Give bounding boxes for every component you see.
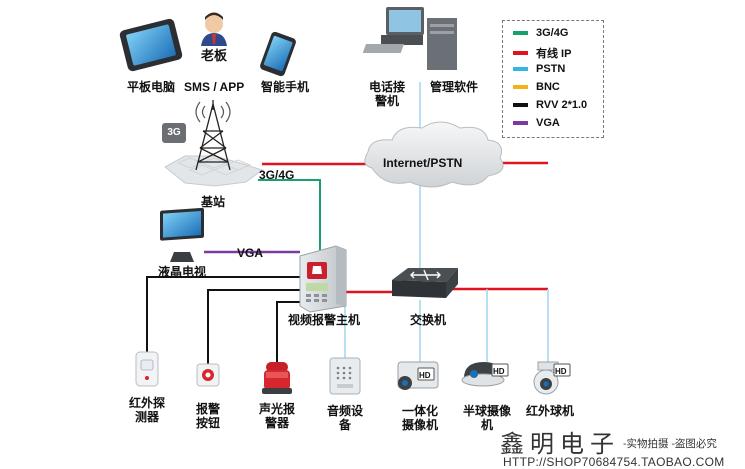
connection-lines: [146, 82, 549, 364]
legend: 3G/4G 有线 IP PSTN BNC RVV 2*1.0 VGA: [502, 20, 604, 138]
legend-item-bnc: BNC: [513, 81, 560, 97]
ir-detector-label-1: 红外探: [128, 396, 165, 410]
legend-item-rvv: RVV 2*1.0: [513, 99, 587, 115]
rvv-ir-detector: [146, 276, 300, 352]
legend-item-wired-ip: 有线 IP: [513, 45, 571, 61]
alarm-button-label-2: 按钮: [195, 416, 220, 430]
dome-camera-icon: [461, 362, 509, 387]
alarm-button-label-1: 报警: [195, 402, 220, 416]
box-camera-icon: [397, 361, 439, 390]
switch-icon: [392, 268, 458, 298]
ptz-camera-label: 红外球机: [526, 404, 575, 418]
rvv-siren: [276, 301, 300, 362]
hd-badge-ptz: HD: [555, 367, 567, 376]
legend-item-pstn: PSTN: [513, 63, 565, 79]
alarm-host-icon: [299, 245, 347, 313]
ir-detector-label-2: 测器: [134, 410, 159, 424]
base-station-icon: [162, 100, 264, 187]
management-software-label: 管理软件: [430, 80, 479, 94]
boss-label: 老板: [201, 48, 228, 63]
boss-icon: [201, 12, 227, 46]
audio-device-label-1: 音频设: [326, 404, 363, 418]
ir-detector-icon: [135, 351, 159, 387]
switch-label: 交换机: [410, 313, 447, 327]
audio-device-icon: [329, 357, 361, 395]
hd-badge-box: HD: [419, 371, 431, 380]
watermark-note: -实物拍摄 -盗图必究: [623, 438, 717, 450]
alarm-host-label: 视频报警主机: [288, 313, 361, 327]
siren-label-2: 警器: [264, 416, 289, 430]
box-camera-label-1: 一体化: [401, 404, 438, 418]
phone-receiver-label-1: 电话接: [368, 80, 405, 94]
link-3g4g: [258, 179, 321, 250]
legend-item-vga: VGA: [513, 117, 560, 133]
lcd-tv-icon: [160, 207, 204, 262]
smartphone-label: 智能手机: [261, 80, 310, 94]
base-station-label: 基站: [201, 195, 226, 209]
legend-label: RVV 2*1.0: [536, 99, 588, 112]
legend-swatch: [513, 51, 528, 55]
smartphone-icon: [260, 31, 296, 77]
link-vga-label: VGA: [237, 246, 264, 260]
legend-swatch: [513, 103, 528, 108]
computer-icon: [362, 7, 457, 70]
legend-label: PSTN: [536, 63, 566, 76]
box-camera-label-2: 摄像机: [401, 418, 438, 432]
link-3g4g-label: 3G/4G: [259, 168, 295, 182]
legend-swatch: [513, 121, 528, 126]
ptz-camera-icon: [533, 361, 571, 395]
sms-app-label: SMS / APP: [184, 80, 245, 94]
watermark-brand: 鑫明电子: [500, 430, 620, 458]
alarm-button-icon: [196, 363, 220, 387]
watermark-url: HTTP://SHOP70684754.TAOBAO.COM: [503, 455, 725, 469]
legend-label: BNC: [536, 81, 560, 94]
hd-badge-dome: HD: [493, 367, 505, 376]
internet-cloud-icon: [364, 121, 504, 188]
legend-label: 3G/4G: [536, 27, 569, 40]
internet-label: Internet/PSTN: [383, 156, 463, 170]
rvv-alarm-button: [207, 289, 300, 364]
dome-camera-label-1: 半球摄像: [462, 404, 511, 418]
base-station-badge: 3G: [167, 127, 181, 138]
audio-device-label-2: 备: [338, 418, 351, 432]
legend-label: VGA: [536, 117, 560, 130]
siren-icon: [262, 362, 292, 394]
legend-swatch: [513, 67, 528, 72]
dome-camera-label-2: 机: [480, 418, 493, 432]
phone-receiver-label-2: 警机: [374, 94, 399, 108]
siren-label-1: 声光报: [258, 402, 295, 416]
tablet-label: 平板电脑: [127, 80, 176, 94]
legend-item-3g4g: 3G/4G: [513, 27, 568, 43]
tablet-icon: [119, 18, 183, 72]
legend-swatch: [513, 31, 528, 36]
legend-swatch: [513, 85, 528, 90]
legend-label: 有线 IP: [536, 48, 572, 60]
lcd-tv-label: 液晶电视: [158, 265, 207, 279]
